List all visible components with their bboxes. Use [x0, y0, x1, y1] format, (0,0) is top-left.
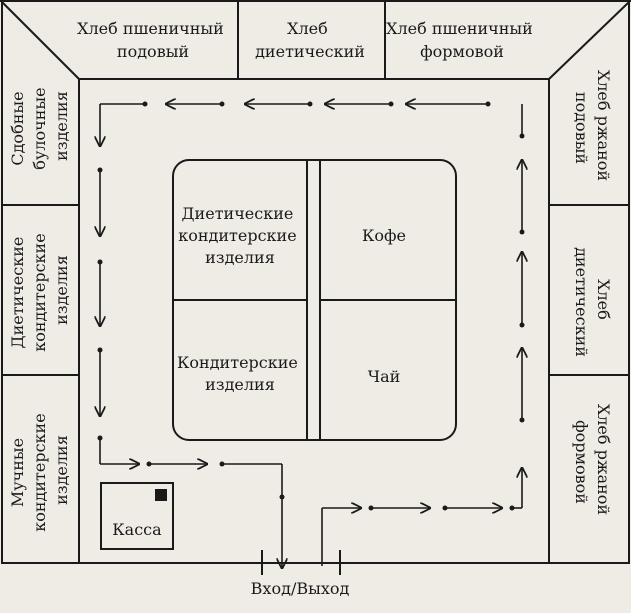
center-top-right-line-1: Кофе [362, 226, 406, 245]
center-top-left-line-1: Диетические [182, 204, 294, 223]
center-bottom-left-line-2: изделия [205, 375, 275, 394]
zone-top-right-line-1: Хлеб пшеничный [386, 19, 533, 38]
zone-left-bottom-line-2: кондитерские [30, 413, 49, 531]
zone-left-bottom-line-3: изделия [52, 435, 71, 505]
arrow-top-row [100, 102, 525, 147]
arrow-from-entrance [321, 506, 522, 566]
zone-right-middle-label: Хлеб диетический [572, 247, 613, 357]
zone-right-top-line-1: Хлеб ржаной [594, 70, 613, 181]
center-top-left-line-3: изделия [205, 248, 275, 267]
center-top-left-line-2: кондитерские [178, 226, 296, 245]
cashier-desk [100, 482, 174, 550]
zone-left-bottom-line-1: Мучные [8, 438, 27, 507]
arrow-to-exit [100, 462, 285, 569]
arrow-right-column [520, 160, 525, 508]
zone-top-middle-line-1: Хлеб [287, 19, 328, 38]
store-walls [0, 0, 631, 575]
cashier-label: Касса [112, 520, 162, 539]
zone-left-middle-line-3: изделия [52, 255, 71, 325]
center-island [172, 159, 457, 441]
zone-left-top-label: Сдобные булочные изделия [8, 82, 71, 169]
zone-left-top-line-2: булочные [30, 87, 49, 169]
zone-top-right-label: Хлеб пшеничный формовой [386, 19, 538, 61]
center-top-left-label: Диетические кондитерские изделия [178, 204, 302, 267]
center-bottom-left-line-1: Кондитерские [177, 353, 298, 372]
zone-left-top-line-1: Сдобные [8, 91, 27, 165]
zone-right-middle-line-1: Хлеб [594, 279, 613, 320]
zone-left-middle-line-1: Диетические [8, 237, 27, 349]
zone-right-middle-line-2: диетический [572, 247, 591, 357]
entrance-label: Вход/Выход [251, 579, 350, 598]
zone-right-top-label: Хлеб ржаной подовый [572, 70, 613, 186]
zone-left-middle-line-2: кондитерские [30, 233, 49, 351]
zone-right-top-line-2: подовый [572, 92, 591, 164]
zone-left-middle-label: Диетические кондитерские изделия [8, 228, 71, 352]
customer-flow-arrows [98, 102, 525, 569]
zone-top-left-line-1: Хлеб пшеничный [77, 19, 224, 38]
arrow-left-column [98, 167, 103, 464]
zone-top-left-label: Хлеб пшеничный подовый [77, 19, 229, 61]
zone-right-bottom-label: Хлеб ржаной формовой [572, 404, 613, 520]
zone-right-bottom-line-1: Хлеб ржаной [594, 404, 613, 515]
zone-top-middle-label: Хлеб диетический [255, 19, 365, 61]
zone-top-middle-line-2: диетический [255, 42, 365, 61]
center-top-right-label: Кофе [362, 226, 406, 245]
zone-left-top-line-3: изделия [52, 91, 71, 161]
center-bottom-left-label: Кондитерские изделия [177, 353, 303, 394]
zone-left-bottom-label: Мучные кондитерские изделия [8, 408, 71, 532]
zone-top-left-line-2: подовый [117, 42, 189, 61]
zone-right-bottom-line-2: формовой [572, 420, 591, 504]
center-bottom-right-label: Чай [368, 367, 401, 386]
inner-walls [1, 1, 630, 564]
zone-top-right-line-2: формовой [420, 42, 504, 61]
center-bottom-right-line-1: Чай [368, 367, 401, 386]
